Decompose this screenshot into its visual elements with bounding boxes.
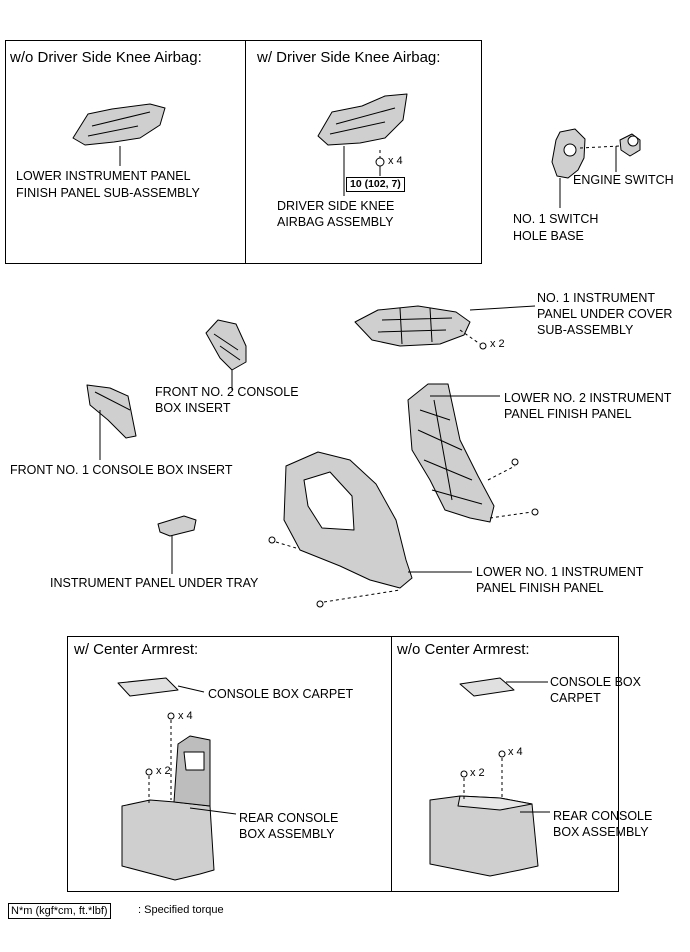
label-console-insert-2-2: BOX INSERT: [155, 401, 231, 415]
lower-no2-finish-panel-drawing: [407, 383, 495, 523]
screw-under-cover: [479, 342, 487, 350]
qty-armrest-x4: x 4: [178, 710, 193, 722]
label-switch-hole-base-1: NO. 1 SWITCH: [513, 212, 599, 226]
panel-title-without-knee-airbag: w/o Driver Side Knee Airbag:: [10, 49, 202, 66]
label-console-insert-2-1: FRONT NO. 2 CONSOLE: [155, 385, 299, 399]
label-rear-console-without-armrest-2: BOX ASSEMBLY: [553, 825, 649, 839]
label-knee-airbag-1: DRIVER SIDE KNEE: [277, 199, 395, 213]
torque-knee-airbag: 10 (102, 7): [346, 177, 405, 192]
label-rear-console-with-armrest-1: REAR CONSOLE: [239, 811, 339, 825]
console-insert-1-drawing: [86, 384, 137, 439]
switch-hole-drawing: [563, 143, 577, 157]
clip-knee-airbag: [375, 157, 385, 167]
under-cover-drawing: [354, 305, 471, 347]
label-switch-hole-base-2: HOLE BASE: [513, 229, 584, 243]
label-under-tray: INSTRUMENT PANEL UNDER TRAY: [50, 576, 259, 590]
qty-armrest-x2: x 2: [156, 765, 171, 777]
label-engine-switch: ENGINE SWITCH: [573, 173, 674, 187]
panel-title-with-knee-airbag: w/ Driver Side Knee Airbag:: [257, 49, 441, 66]
panel-title-without-center-armrest: w/o Center Armrest:: [397, 641, 530, 658]
legend-description: : Specified torque: [138, 904, 224, 916]
screw-no-armrest-x4: [498, 750, 506, 758]
qty-no-armrest-x4: x 4: [508, 746, 523, 758]
carpet-without-armrest-drawing: [459, 677, 515, 697]
panel-without-center-armrest: [391, 636, 619, 892]
label-lower-no2-2: PANEL FINISH PANEL: [504, 407, 632, 421]
label-lower-finish-panel-1: LOWER INSTRUMENT PANEL: [16, 169, 191, 183]
lower-finish-panel-drawing: [72, 103, 166, 146]
label-console-insert-1: FRONT NO. 1 CONSOLE BOX INSERT: [10, 463, 233, 477]
screw-no-armrest-x2: [460, 770, 468, 778]
label-under-cover-1: NO. 1 INSTRUMENT: [537, 291, 656, 305]
console-insert-2-drawing: [205, 319, 247, 371]
screw-armrest-x2: [145, 768, 153, 776]
qty-knee-airbag: x 4: [388, 155, 403, 167]
under-tray-drawing: [157, 515, 197, 537]
label-lower-no1-2: PANEL FINISH PANEL: [476, 581, 604, 595]
label-rear-console-with-armrest-2: BOX ASSEMBLY: [239, 827, 335, 841]
screw-lower-no2-a: [511, 458, 519, 466]
label-lower-finish-panel-2: FINISH PANEL SUB-ASSEMBLY: [16, 186, 200, 200]
screw-lower-no1-b: [316, 600, 324, 608]
label-under-cover-3: SUB-ASSEMBLY: [537, 323, 634, 337]
qty-no-armrest-x2: x 2: [470, 767, 485, 779]
label-rear-console-without-armrest-1: REAR CONSOLE: [553, 809, 653, 823]
panel-with-knee-airbag: [245, 40, 482, 264]
label-knee-airbag-2: AIRBAG ASSEMBLY: [277, 215, 394, 229]
label-carpet-with-armrest: CONSOLE BOX CARPET: [208, 687, 354, 701]
screw-lower-no2-b: [531, 508, 539, 516]
carpet-with-armrest-drawing: [117, 677, 179, 697]
label-lower-no2-1: LOWER NO. 2 INSTRUMENT: [504, 391, 672, 405]
label-carpet-without-armrest-2: CARPET: [550, 691, 601, 705]
legend-torque-unit: N*m (kgf*cm, ft.*lbf): [8, 903, 111, 919]
qty-under-cover: x 2: [490, 338, 505, 350]
screw-lower-no1-a: [268, 536, 276, 544]
screw-armrest-x4: [167, 712, 175, 720]
label-under-cover-2: PANEL UNDER COVER: [537, 307, 673, 321]
rear-console-with-armrest-drawing: [121, 799, 215, 881]
label-carpet-without-armrest-1: CONSOLE BOX: [550, 675, 641, 689]
knee-airbag-drawing: [317, 93, 408, 146]
label-lower-no1-1: LOWER NO. 1 INSTRUMENT: [476, 565, 644, 579]
panel-title-with-center-armrest: w/ Center Armrest:: [74, 641, 199, 658]
